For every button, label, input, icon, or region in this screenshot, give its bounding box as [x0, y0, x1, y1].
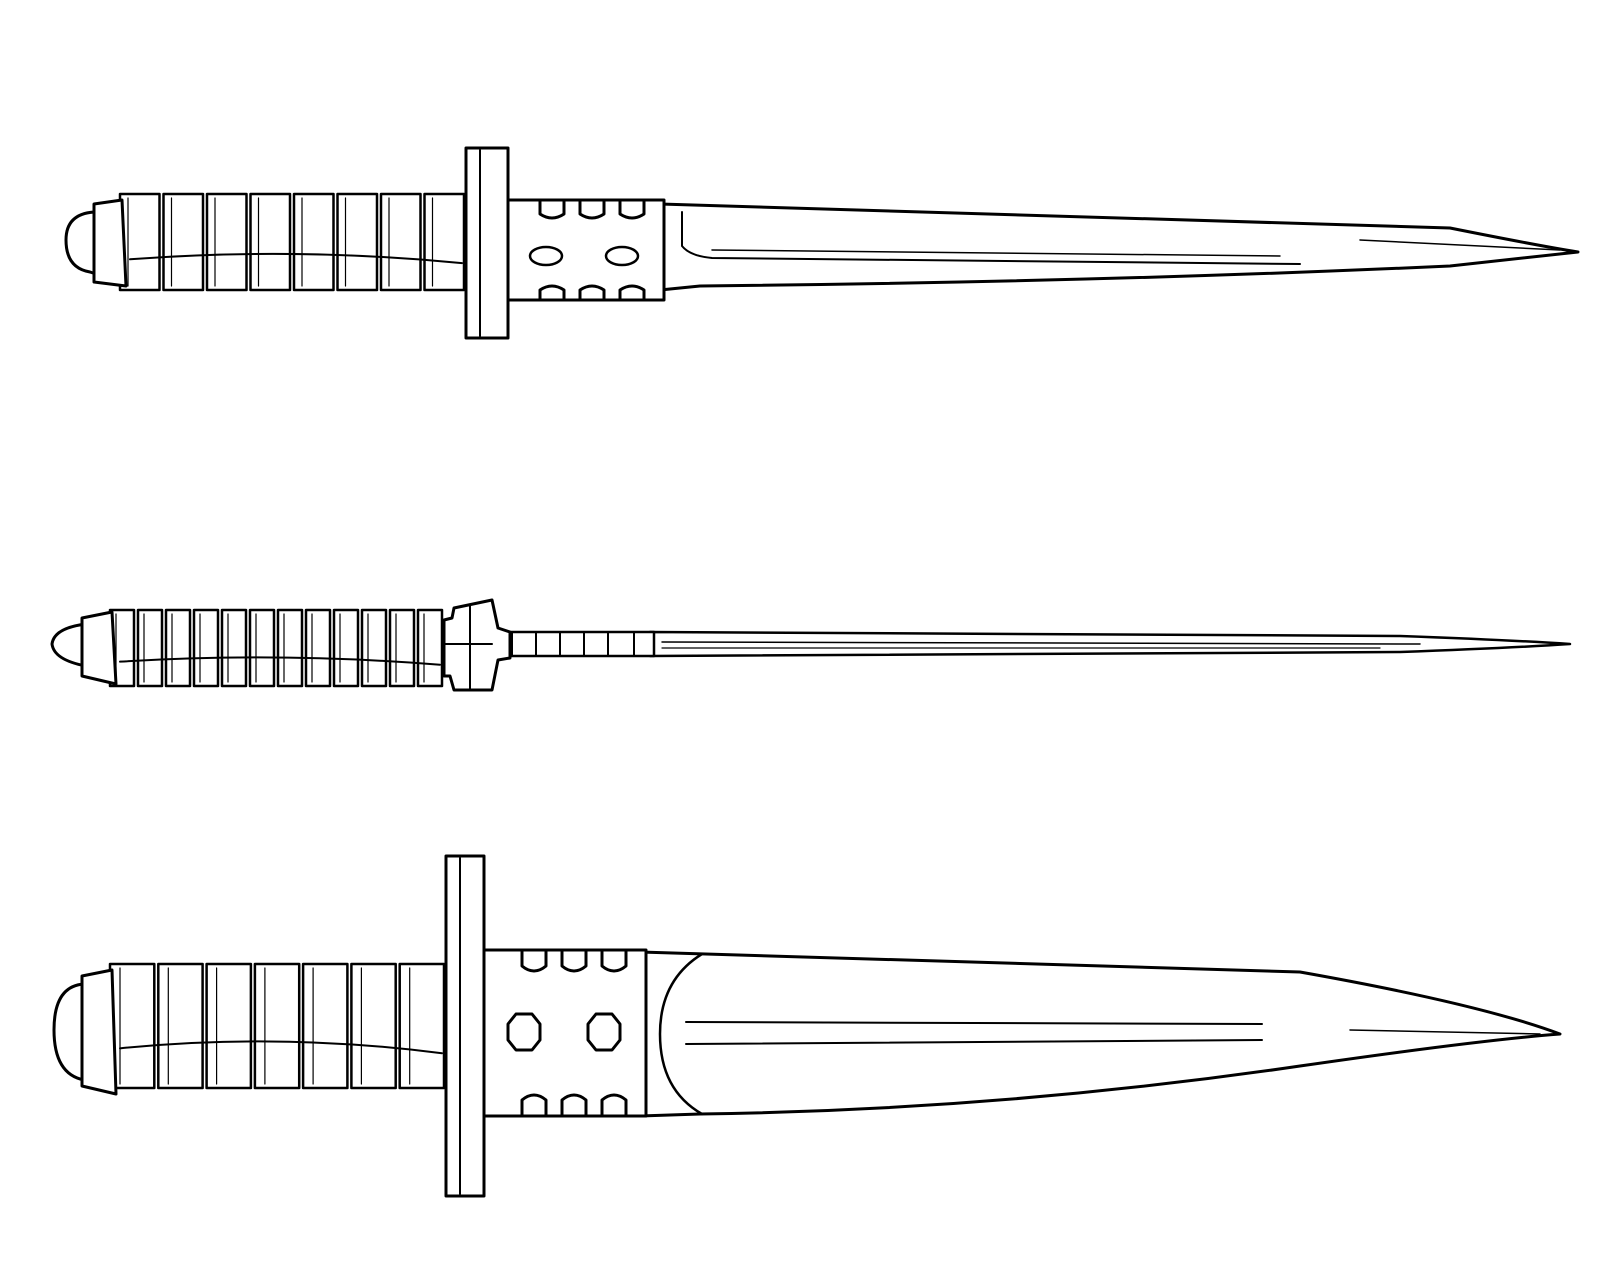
grip-core-line [119, 1040, 443, 1055]
grip-rib [350, 962, 397, 1090]
crossguard [442, 598, 512, 692]
lightening-hole [604, 245, 640, 267]
grip-rib [304, 608, 332, 688]
grip-rib [360, 608, 388, 688]
blade [638, 950, 1562, 1118]
lightening-hole [586, 1012, 622, 1052]
pommel [64, 198, 128, 288]
grip [118, 192, 466, 292]
pommel [52, 968, 118, 1096]
grip-rib [416, 608, 444, 688]
grip-rib [398, 962, 446, 1090]
grip-rib [248, 608, 276, 688]
grip-rib [157, 962, 204, 1090]
grip [108, 608, 444, 688]
grip-rib [301, 962, 349, 1090]
dagger-top-view [50, 598, 1572, 692]
crossguard [444, 854, 486, 1198]
dagger-side-view [64, 146, 1580, 340]
grip-rib [332, 608, 360, 688]
grip-rib [249, 192, 292, 292]
grip-rib [162, 192, 205, 292]
grip-rib [276, 608, 304, 688]
pommel [50, 610, 118, 686]
crossguard [464, 146, 510, 340]
grip-rib [423, 192, 466, 292]
blade [658, 202, 1580, 292]
grip-rib [388, 608, 416, 688]
grip-rib [164, 608, 192, 688]
grip-rib [220, 608, 248, 688]
ricasso [504, 198, 666, 302]
grip-core-line [119, 656, 441, 666]
dagger-flat-view [52, 854, 1562, 1198]
grip-rib [205, 192, 248, 292]
grip-rib [108, 962, 156, 1090]
lightening-hole [506, 1012, 542, 1052]
grip [108, 962, 446, 1090]
grip-rib [205, 962, 253, 1090]
grip-rib [253, 962, 301, 1090]
grip-core-line [129, 252, 463, 265]
blade [648, 630, 1572, 658]
ricasso [480, 948, 648, 1118]
grip-rib [379, 192, 422, 292]
grip-rib [192, 608, 220, 688]
lightening-hole [528, 245, 564, 267]
grip-rib [336, 192, 379, 292]
grip-rib [136, 608, 164, 688]
grip-rib [292, 192, 335, 292]
